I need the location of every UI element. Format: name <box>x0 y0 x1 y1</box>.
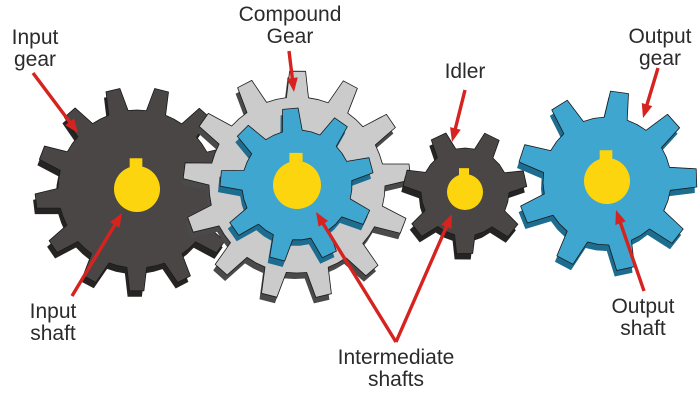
intermediate-shaft-right-arrow-head <box>441 214 452 230</box>
intermediate-shaft-left-arrow-head <box>316 212 329 227</box>
compound-gear-arrow-line <box>287 50 295 83</box>
input-gear <box>33 88 240 297</box>
intermediate-shaft-right-arrow <box>394 214 452 343</box>
label-line: gear <box>638 47 682 70</box>
output-shaft-arrow <box>615 210 646 292</box>
idler-label: Idler <box>445 61 486 83</box>
intermediate-shaft-left-arrow <box>316 212 398 343</box>
compound-gear-arrow-head <box>286 77 298 92</box>
intermediate-shaft-left-arrow-line <box>319 219 398 343</box>
intermediate-shaft-right-arrow-line <box>394 222 450 343</box>
output-shaft-arrow-line <box>617 218 646 292</box>
input-gear-arrow <box>31 71 78 133</box>
compound-gear-small <box>218 107 374 267</box>
output-gear <box>517 90 698 277</box>
input-shaft-arrow-head <box>110 213 122 228</box>
input-gear-shaft <box>114 166 160 212</box>
compound-gear-small-shaft <box>273 161 321 209</box>
idler-gear <box>401 132 528 260</box>
input-shaft-arrow <box>70 213 122 297</box>
idler-gear-shaft <box>447 174 483 210</box>
label-line: Gear <box>266 25 314 48</box>
output-shaft-arrow-head <box>615 210 626 226</box>
input-gear-label: Input gear <box>12 27 59 71</box>
label-line: Input <box>11 26 59 49</box>
input-gear-arrow-head <box>65 118 78 133</box>
label-line: Output <box>628 25 692 48</box>
idler-arrow-line <box>452 89 467 133</box>
label-line: Intermediate <box>337 346 455 369</box>
output-gear-shaft <box>584 158 630 204</box>
idler-arrow <box>450 89 467 142</box>
intermediate-shafts-label: Intermediate shafts <box>338 347 455 391</box>
input-shaft-label: Input shaft <box>30 301 77 345</box>
compound-gear-arrow <box>286 50 298 92</box>
input-gear-arrow-line <box>31 71 74 127</box>
output-gear-arrow-head <box>641 103 653 118</box>
label-line: Compound <box>238 3 342 26</box>
output-gear-arrow-line <box>644 67 660 109</box>
idler-arrow-head <box>450 127 461 142</box>
label-line: Output <box>611 295 675 318</box>
output-gear-arrow <box>641 67 660 118</box>
label-line: Input <box>29 300 77 323</box>
idler-gear-shaft-keyway <box>459 168 469 179</box>
output-gear-label: Output gear <box>628 26 691 70</box>
label-line: Idler <box>444 60 486 83</box>
label-line: shafts <box>367 368 425 391</box>
output-shaft-label: Output shaft <box>611 296 674 340</box>
label-line: gear <box>13 48 57 71</box>
input-shaft-arrow-line <box>70 220 119 297</box>
compound-gear-label: Compound Gear <box>239 4 342 48</box>
label-line: shaft <box>30 322 76 345</box>
label-line: shaft <box>620 317 666 340</box>
